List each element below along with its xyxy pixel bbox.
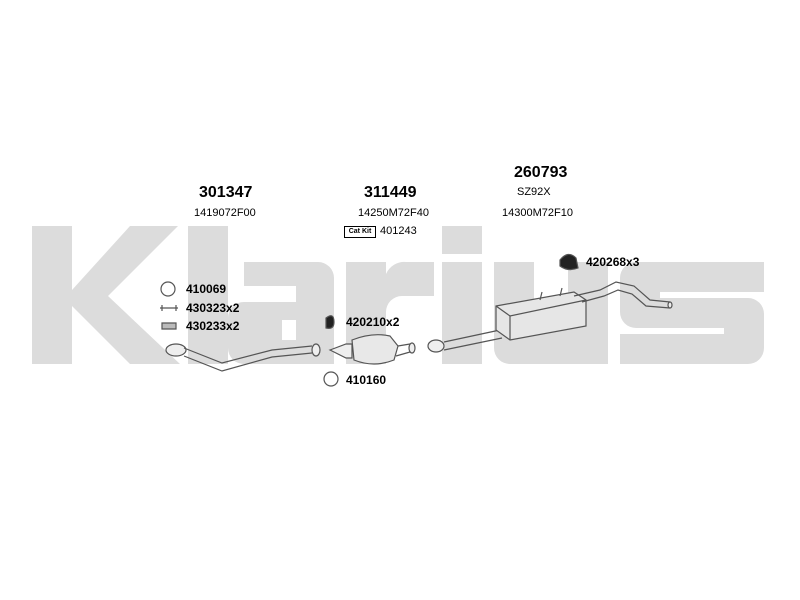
middle-pipe: [427, 329, 503, 353]
gasket-ring-code: 410069: [186, 282, 227, 296]
ring-icon: [323, 371, 339, 387]
spring-icon: [161, 322, 177, 330]
gasket-ring-icon: [160, 281, 176, 297]
catalytic-converter: [328, 334, 416, 365]
catkit-badge: Cat Kit: [344, 226, 376, 238]
rubber-mount-icon: [325, 315, 335, 329]
rear-silencer: [495, 281, 673, 341]
front-pipe: [165, 343, 321, 372]
rear-silencer-model: SZ92X: [517, 186, 551, 198]
catalyst-part-number: 311449: [364, 184, 417, 201]
cat-mount-code: 420210x2: [346, 315, 400, 329]
rear-silencer-part-number: 260793: [514, 164, 568, 181]
spring-kit-code: 430233x2: [186, 319, 240, 333]
front-pipe-oem-code: 1419072F00: [194, 207, 256, 219]
catalyst-oem-code: 14250M72F40: [358, 207, 429, 219]
rear-silencer-oem-code: 14300M72F10: [502, 207, 573, 219]
cat-ring-code: 410160: [346, 373, 387, 387]
bolt-kit-code: 430323x2: [186, 301, 240, 315]
bolt-icon: [160, 305, 178, 311]
front-pipe-part-number: 301347: [199, 184, 253, 201]
catkit-code: 401243: [380, 225, 417, 237]
rear-mount-icon: [559, 253, 579, 271]
rear-mount-code: 420268x3: [586, 255, 640, 269]
